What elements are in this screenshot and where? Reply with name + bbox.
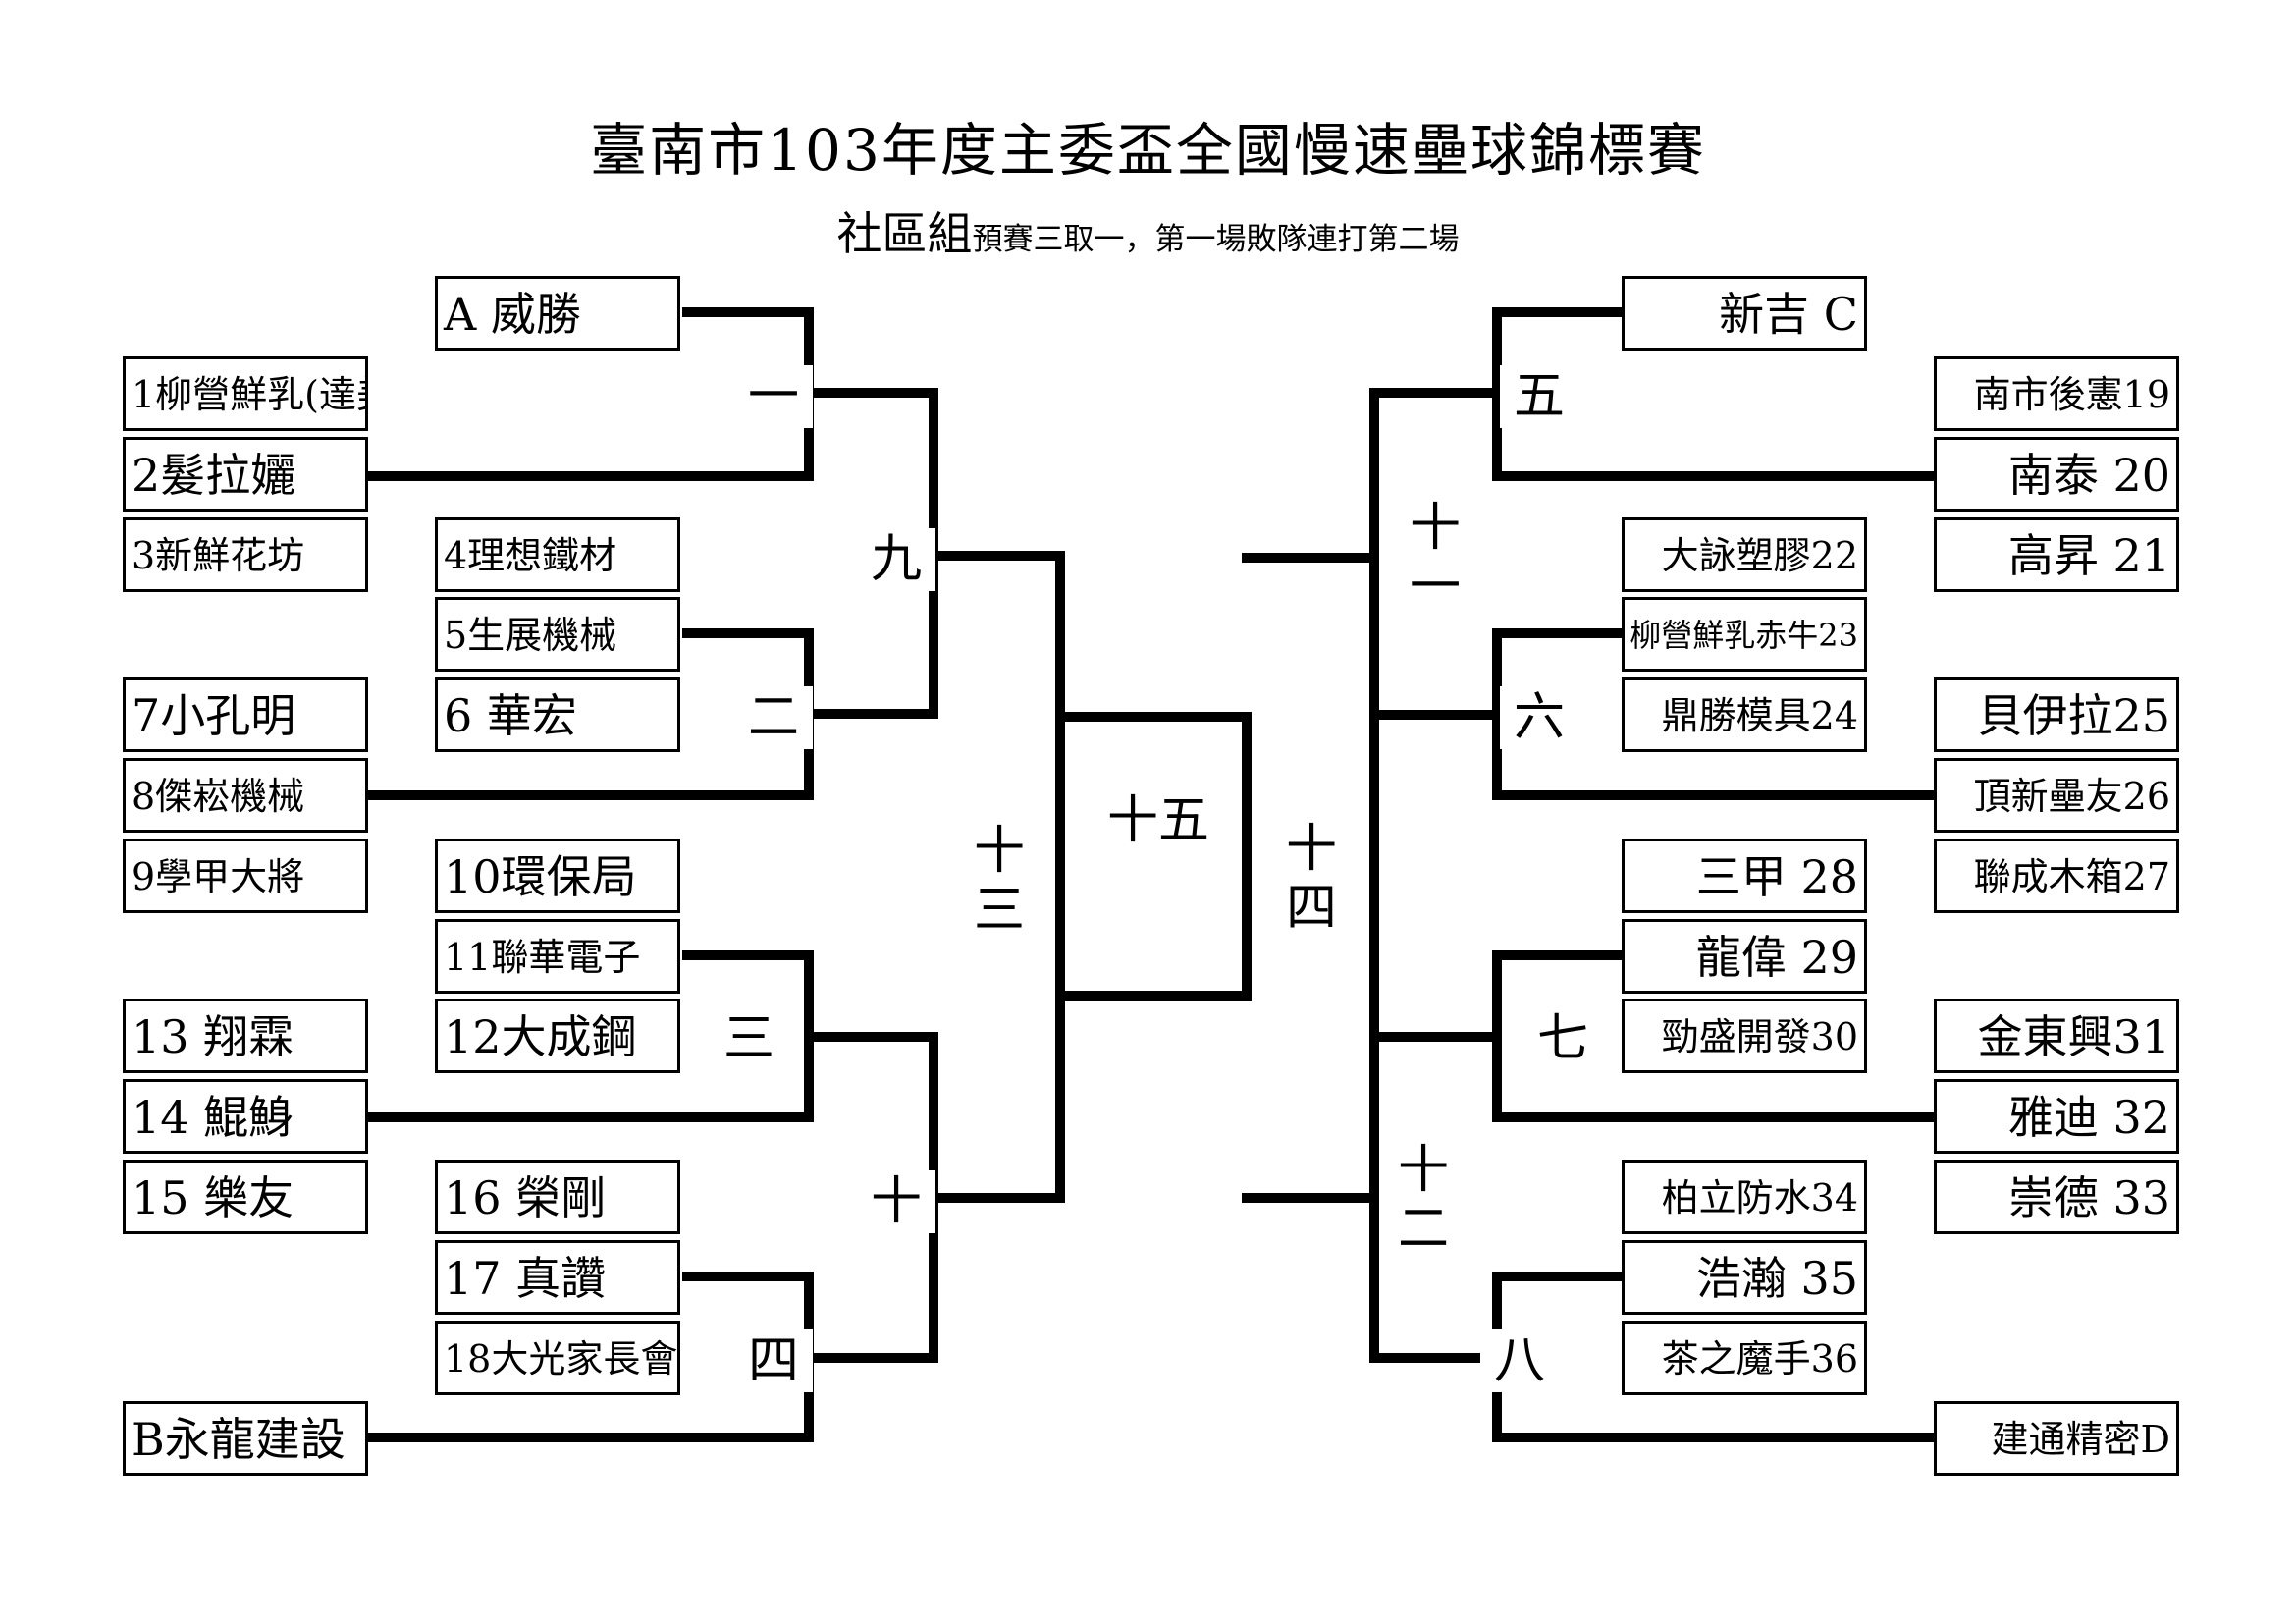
team-box-33: 崇德 33 xyxy=(1934,1160,2179,1234)
bracket-connector xyxy=(1369,1032,1502,1363)
team-box-3: 3新鮮花坊 xyxy=(123,517,368,592)
page-subtitle: 社區組預賽三取一，第一場敗隊連打第二場 xyxy=(0,208,2296,270)
bracket-connector xyxy=(1492,950,1939,1122)
team-box-2: 2髮拉孋 xyxy=(123,437,368,512)
team-box-34: 柏立防水34 xyxy=(1622,1160,1867,1234)
team-box-29: 龍偉 29 xyxy=(1622,919,1867,994)
team-box-10: 10環保局 xyxy=(435,839,680,913)
team-box-D: 建通精密D xyxy=(1934,1401,2179,1476)
team-box-24: 鼎勝模具24 xyxy=(1622,677,1867,752)
team-box-1: 1柳營鮮乳(達美 xyxy=(123,356,368,431)
match-label-9: 九 xyxy=(857,528,935,591)
team-box-B: B永龍建設 xyxy=(123,1401,368,1476)
team-box-18: 18大光家長會 xyxy=(435,1321,680,1395)
team-box-23: 柳營鮮乳赤牛23 xyxy=(1622,597,1867,672)
bracket-connector xyxy=(929,551,1065,1203)
team-box-21: 高昇 21 xyxy=(1934,517,2179,592)
team-box-A: A 威勝 xyxy=(435,276,680,351)
match-label-11: 十一 xyxy=(1396,499,1474,617)
team-box-28: 三甲 28 xyxy=(1622,839,1867,913)
team-box-30: 勁盛開發30 xyxy=(1622,999,1867,1073)
team-box-32: 雅迪 32 xyxy=(1934,1079,2179,1154)
team-box-35: 浩瀚 35 xyxy=(1622,1240,1867,1315)
team-box-25: 貝伊拉25 xyxy=(1934,677,2179,752)
match-label-3: 三 xyxy=(710,1007,788,1070)
team-box-22: 大詠塑膠22 xyxy=(1622,517,1867,592)
bracket-connector xyxy=(1492,307,1939,481)
team-box-36: 茶之魔手36 xyxy=(1622,1321,1867,1395)
match-label-2: 二 xyxy=(734,686,813,749)
match-label-4: 四 xyxy=(734,1329,813,1392)
match-label-6: 六 xyxy=(1500,686,1578,749)
team-box-15: 15 樂友 xyxy=(123,1160,368,1234)
team-box-9: 9學甲大將 xyxy=(123,839,368,913)
team-box-C: 新吉 C xyxy=(1622,276,1867,351)
team-box-31: 金東興31 xyxy=(1934,999,2179,1073)
match-label-10: 十 xyxy=(857,1170,935,1233)
match-label-1: 一 xyxy=(734,365,813,428)
match-label-7: 七 xyxy=(1523,1007,1602,1070)
bracket-connector xyxy=(1492,628,1939,800)
team-box-16: 16 榮剛 xyxy=(435,1160,680,1234)
team-box-17: 17 真讚 xyxy=(435,1240,680,1315)
match-label-14: 十四 xyxy=(1272,820,1351,938)
match-label-13: 十三 xyxy=(960,822,1039,940)
team-box-7: 7小孔明 xyxy=(123,677,368,752)
page-title: 臺南市103年度主委盃全國慢速壘球錦標賽 xyxy=(590,117,1706,184)
team-box-4: 4理想鐵材 xyxy=(435,517,680,592)
bracket-connector xyxy=(1369,388,1502,720)
team-box-13: 13 翔霖 xyxy=(123,999,368,1073)
team-box-20: 南泰 20 xyxy=(1934,437,2179,512)
match-label-12: 十二 xyxy=(1384,1141,1463,1259)
bracket-connector xyxy=(1242,553,1379,1203)
match-label-5: 五 xyxy=(1500,365,1578,428)
match-label-8: 八 xyxy=(1480,1329,1559,1392)
team-box-19: 南市後憲19 xyxy=(1934,356,2179,431)
match-label-15: 十五 xyxy=(1095,789,1222,852)
subtitle-group: 社區組 xyxy=(836,207,973,260)
team-box-11: 11聯華電子 xyxy=(435,919,680,994)
team-box-26: 頂新壘友26 xyxy=(1934,758,2179,833)
team-box-6: 6 華宏 xyxy=(435,677,680,752)
team-box-14: 14 鯤鯓 xyxy=(123,1079,368,1154)
team-box-27: 聯成木箱27 xyxy=(1934,839,2179,913)
team-box-12: 12大成鋼 xyxy=(435,999,680,1073)
bracket-connector xyxy=(1055,712,1252,1001)
subtitle-note: 預賽三取一，第一場敗隊連打第二場 xyxy=(972,222,1460,257)
team-box-8: 8傑崧機械 xyxy=(123,758,368,833)
team-box-5: 5生展機械 xyxy=(435,597,680,672)
